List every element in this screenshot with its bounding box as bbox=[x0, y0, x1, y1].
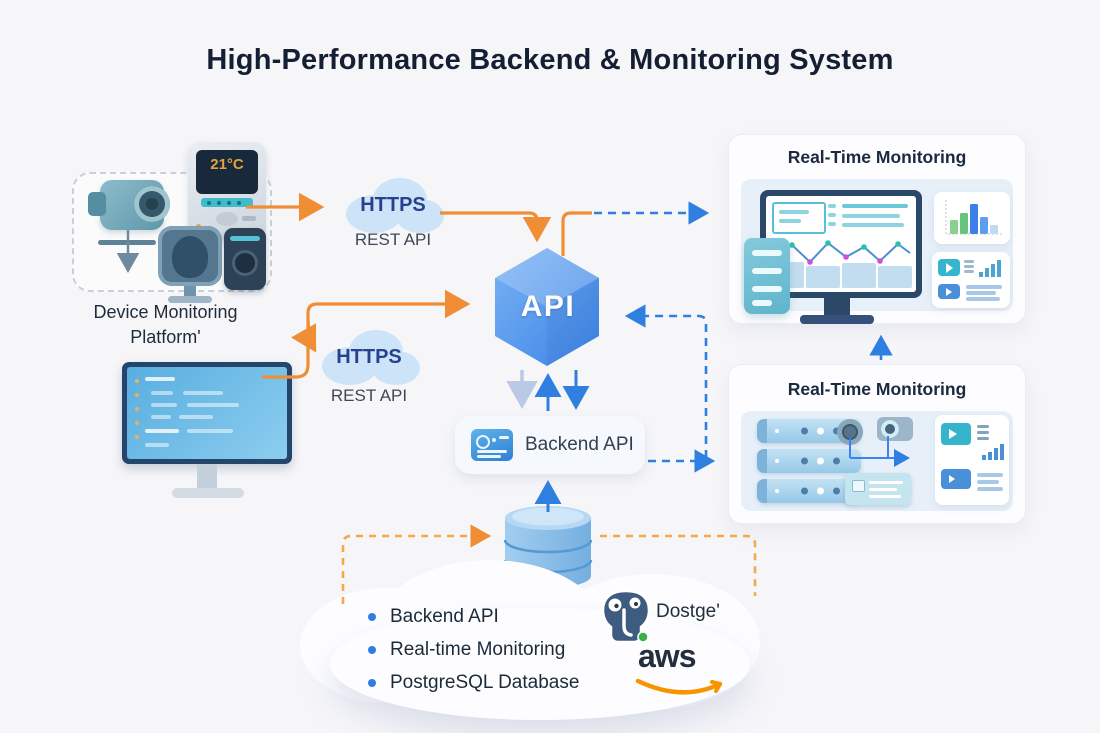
thermostat-screen: 21°C bbox=[196, 150, 258, 194]
mini-ascending-bars bbox=[982, 444, 1004, 460]
thermostat-buttons bbox=[242, 216, 256, 221]
page-title: High-Performance Backend & Monitoring Sy… bbox=[206, 44, 894, 76]
stack-item: PostgreSQL Database bbox=[368, 666, 628, 699]
smart-device-display bbox=[230, 236, 260, 241]
dashboard-widget-box bbox=[772, 202, 826, 234]
video-tile-icon bbox=[938, 259, 960, 276]
log-card-icon bbox=[845, 473, 911, 505]
fan-device-screen bbox=[172, 236, 208, 278]
api-hexagon-icon bbox=[495, 248, 599, 366]
stack-item: Real-time Monitoring bbox=[368, 633, 628, 666]
workstation-monitor-base bbox=[172, 488, 244, 498]
server-icon bbox=[757, 449, 861, 473]
server-icon bbox=[757, 479, 861, 503]
backend-api-icon bbox=[471, 429, 513, 461]
mini-ascending-bars bbox=[979, 260, 1001, 277]
info-tile-icon bbox=[938, 284, 960, 299]
camera-lens-core bbox=[146, 198, 158, 210]
stack-item-label: Backend API bbox=[390, 605, 499, 627]
api-gateway-label: API bbox=[520, 290, 576, 323]
device-platform-label-line1: Device Monitoring bbox=[93, 302, 238, 322]
bullet-icon bbox=[368, 612, 376, 621]
status-card bbox=[932, 252, 1010, 308]
monitoring-panel-top-title: Real-Time Monitoring bbox=[787, 147, 967, 167]
camera-box-icon bbox=[877, 417, 913, 441]
cloud-bottom-label: HTTPS bbox=[336, 346, 402, 368]
stack-item-label: Real-time Monitoring bbox=[390, 638, 566, 660]
workstation-monitor-icon bbox=[122, 362, 292, 464]
cloud-bottom-icon: HTTPS bbox=[314, 322, 424, 388]
cloud-top-label: HTTPS bbox=[360, 194, 426, 216]
stack-list: Backend API Real-time Monitoring Postgre… bbox=[368, 600, 628, 699]
stack-cloud-shape bbox=[330, 608, 750, 720]
bullet-icon bbox=[368, 678, 376, 687]
backend-api-node: Backend API bbox=[455, 416, 645, 474]
video-tile-icon bbox=[941, 423, 971, 445]
info-tile-icon bbox=[941, 469, 971, 489]
stack-item-label: PostgreSQL Database bbox=[390, 671, 580, 693]
fan-device-base bbox=[168, 296, 212, 303]
thermostat-status-bar bbox=[201, 198, 253, 207]
sidebar-card-icon bbox=[744, 238, 790, 314]
thermostat-speaker bbox=[216, 212, 238, 226]
arrow-cloud-top-to-api bbox=[440, 211, 552, 243]
camera-mount-icon bbox=[88, 192, 106, 216]
cloud-shape bbox=[346, 178, 444, 233]
cloud-top-sublabel: REST API bbox=[354, 230, 432, 249]
stack-item: Backend API bbox=[368, 600, 628, 633]
dashboard-monitor-base bbox=[800, 315, 874, 324]
monitoring-panel-bottom-canvas bbox=[741, 411, 1013, 511]
dashboard-monitor-stand bbox=[824, 298, 850, 316]
arrow-branch-to-cloud-bottom bbox=[290, 319, 317, 353]
workstation-monitor-stand bbox=[197, 464, 217, 488]
fan-device-stand bbox=[184, 286, 196, 298]
backend-api-label: Backend API bbox=[525, 434, 634, 455]
postgresql-label: Dostge' bbox=[656, 601, 720, 622]
bullet-icon bbox=[368, 645, 376, 654]
device-platform-label-line2: Platform' bbox=[130, 327, 201, 348]
aws-logo-text: aws bbox=[638, 638, 696, 674]
aws-smile-icon bbox=[635, 678, 723, 695]
cloud-top-icon: HTTPS bbox=[338, 170, 448, 236]
monitoring-panel-bottom-title: Real-Time Monitoring bbox=[787, 379, 967, 399]
dashboard-card bbox=[935, 415, 1009, 505]
mini-bar-chart bbox=[945, 200, 1002, 235]
bar-chart-card bbox=[934, 192, 1010, 244]
camera-dome-icon bbox=[837, 419, 863, 445]
postgresql-logo bbox=[601, 589, 651, 644]
device-platform-label: Device Monitoring Platform' bbox=[58, 300, 273, 350]
monitoring-panel-bottom: Real-Time Monitoring bbox=[728, 364, 1026, 524]
workstation-screen bbox=[127, 367, 287, 459]
cloud-bottom-sublabel: REST API bbox=[330, 386, 408, 405]
smart-device-dial bbox=[232, 250, 258, 276]
